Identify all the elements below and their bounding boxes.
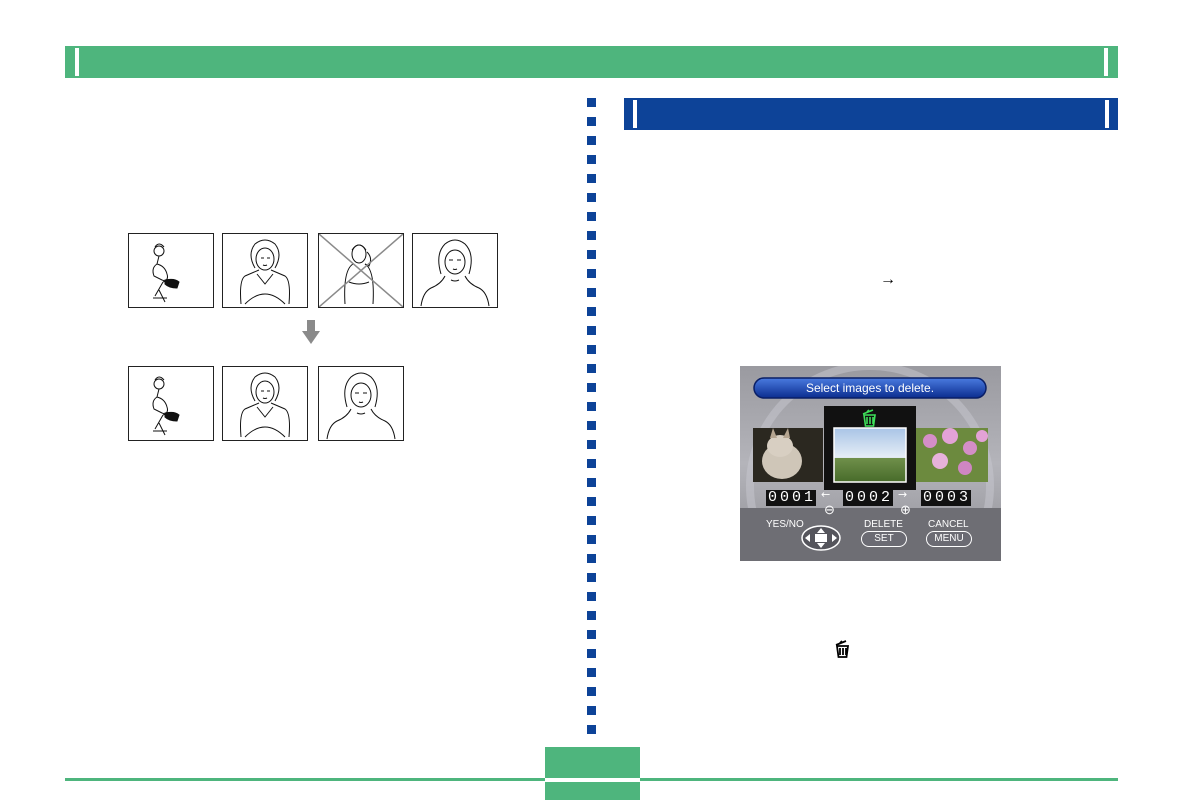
woman-sitting-illustration (152, 243, 180, 303)
minus-icon: ⊖ (824, 502, 835, 517)
separator-dot (587, 725, 596, 734)
woman-portrait-illustration (240, 372, 290, 438)
image-frame-1 (128, 233, 214, 308)
separator-dot (587, 440, 596, 449)
separator-dot (587, 402, 596, 411)
camera-lcd-screen: ← → Select images to delete. 0001 0002 0… (740, 366, 1001, 561)
trash-icon (861, 409, 877, 432)
separator-dot (587, 383, 596, 392)
separator-dot (587, 307, 596, 316)
woman-phone-illustration-crossed (319, 234, 403, 307)
footer-line-left (65, 778, 545, 781)
separator-dot (587, 231, 596, 240)
cancel-label: CANCEL (928, 519, 969, 530)
separator-dot (587, 497, 596, 506)
separator-dot (587, 592, 596, 601)
separator-dot (587, 478, 596, 487)
page-number-box-lower (545, 782, 640, 800)
separator-dot (587, 269, 596, 278)
dpad-icon[interactable] (802, 526, 840, 550)
column-separator (587, 98, 596, 734)
separator-dot (587, 649, 596, 658)
separator-dot (587, 288, 596, 297)
frame-counter-3: 0003 (921, 489, 972, 506)
woman-headshot-illustration (420, 239, 490, 307)
separator-dot (587, 212, 596, 221)
chapter-header-bar (65, 46, 1118, 78)
header-left-notch (75, 48, 79, 76)
separator-dot (587, 535, 596, 544)
image-frame-result-1 (128, 366, 214, 441)
footer-line-right (640, 778, 1118, 781)
separator-dot (587, 98, 596, 107)
image-frame-result-3 (318, 366, 404, 441)
separator-dot (587, 630, 596, 639)
image-frame-2 (222, 233, 308, 308)
image-frame-3-deleted (318, 233, 404, 308)
separator-dot (587, 193, 596, 202)
menu-path-arrow: → (880, 271, 896, 288)
frame-counter-1: 0001 (766, 489, 817, 506)
woman-sitting-illustration (152, 376, 180, 436)
image-frame-4 (412, 233, 498, 308)
separator-dot (587, 516, 596, 525)
frame-counter-2: 0002 (843, 489, 894, 506)
separator-dot (587, 611, 596, 620)
svg-text:←: ← (821, 488, 830, 501)
down-arrow-icon (302, 320, 320, 349)
section-right-notch (1105, 100, 1109, 128)
separator-dot (587, 706, 596, 715)
section-header-bar (624, 98, 1118, 130)
separator-dot (587, 345, 596, 354)
separator-dot (587, 155, 596, 164)
separator-dot (587, 459, 596, 468)
separator-dot (587, 174, 596, 183)
page-number-box (545, 747, 640, 778)
delete-marker-icon (834, 640, 850, 663)
separator-dot (587, 687, 596, 696)
menu-button[interactable]: MENU (926, 531, 972, 547)
separator-dot (587, 136, 596, 145)
set-button[interactable]: SET (861, 531, 907, 547)
svg-text:→: → (898, 488, 907, 501)
plus-icon: ⊕ (900, 502, 911, 517)
screen-caption: Select images to delete. (805, 381, 935, 395)
separator-dot (587, 117, 596, 126)
separator-dot (587, 421, 596, 430)
section-left-notch (633, 100, 637, 128)
separator-dot (587, 573, 596, 582)
separator-dot (587, 554, 596, 563)
header-right-notch (1104, 48, 1108, 76)
woman-headshot-illustration (326, 372, 396, 440)
separator-dot (587, 250, 596, 259)
woman-portrait-illustration (240, 239, 290, 305)
separator-dot (587, 326, 596, 335)
separator-dot (587, 364, 596, 373)
delete-label: DELETE (864, 519, 903, 530)
image-frame-result-2 (222, 366, 308, 441)
separator-dot (587, 668, 596, 677)
yes-no-label: YES/NO (766, 519, 804, 530)
